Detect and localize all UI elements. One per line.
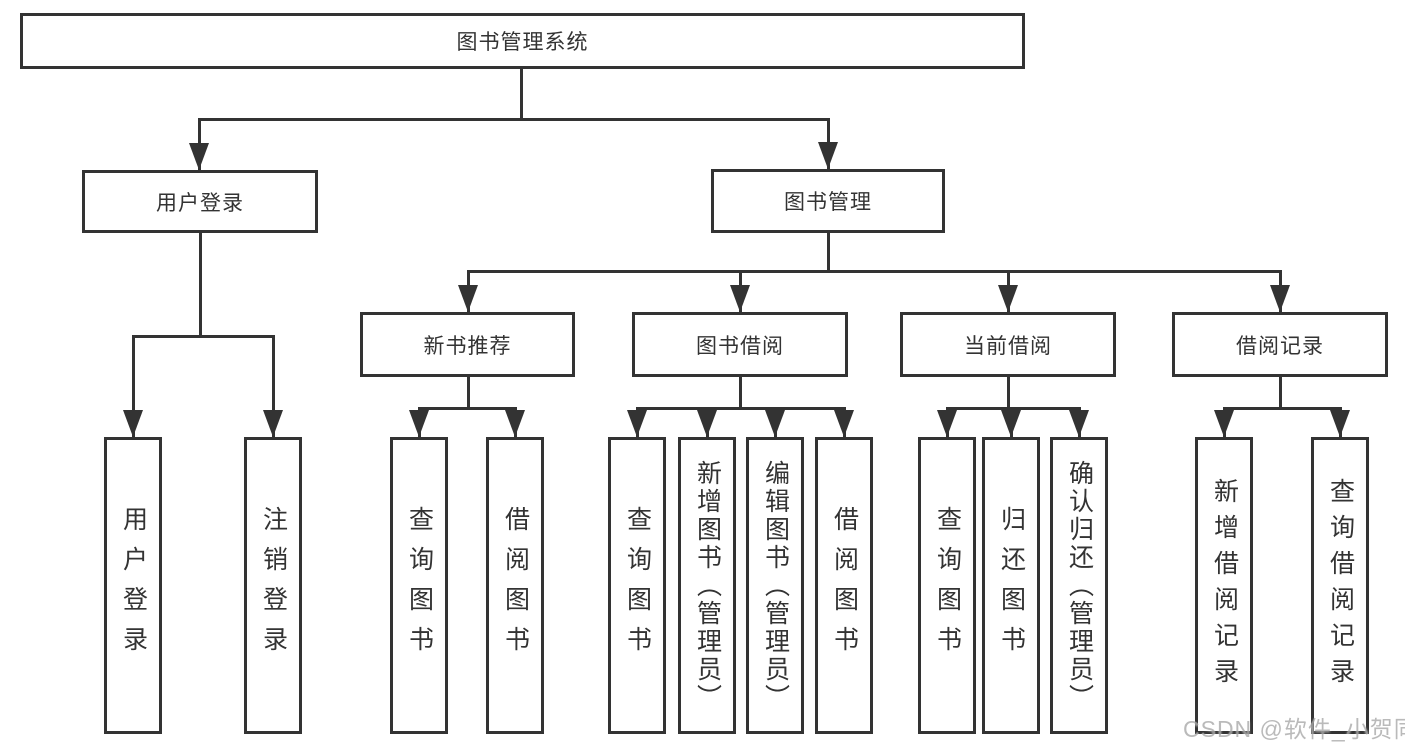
- arrow-into-leaf-login: [123, 410, 143, 437]
- arrow-into-br-add: [1214, 410, 1234, 437]
- connector-bookborrow-crossbar: [635, 407, 846, 410]
- connector-root-crossbar: [198, 118, 830, 121]
- leaf-bb-borrow-book-label: 借阅图书: [830, 505, 859, 666]
- leaf-nb-query-book-label: 查询图书: [405, 505, 434, 666]
- leaf-bb-query-book: 查询图书: [608, 437, 666, 734]
- arrow-into-bb-add: [697, 410, 717, 437]
- node-book-management-label: 图书管理: [784, 191, 872, 214]
- arrow-into-user-login: [189, 143, 209, 170]
- leaf-logout: 注销登录: [244, 437, 302, 734]
- leaf-bb-borrow-book: 借阅图书: [815, 437, 873, 734]
- leaf-cb-return-book: 归还图书: [982, 437, 1040, 734]
- node-user-login-label: 用户登录: [156, 191, 244, 215]
- leaf-bb-query-book-label: 查询图书: [623, 505, 652, 666]
- connector-currentborrow-crossbar: [945, 407, 1081, 410]
- arrow-into-current-borrow: [998, 285, 1018, 312]
- leaf-cb-confirm-return-admin: 确认归还（管理员）: [1050, 437, 1108, 734]
- leaf-logout-label: 注销登录: [259, 505, 288, 666]
- arrow-into-cb-query: [937, 410, 957, 437]
- connector-userlogin-crossbar: [131, 335, 275, 338]
- csdn-watermark: CSDN @软件_小贺同学: [1183, 716, 1405, 742]
- connector-bookmgmt-crossbar: [466, 270, 1282, 273]
- node-new-book-recommend: 新书推荐: [360, 312, 575, 377]
- leaf-br-query-record-label: 查询借阅记录: [1326, 477, 1355, 694]
- leaf-br-add-record: 新增借阅记录: [1195, 437, 1253, 734]
- leaf-nb-query-book: 查询图书: [390, 437, 448, 734]
- leaf-nb-borrow-book: 借阅图书: [486, 437, 544, 734]
- arrow-into-bb-borrow: [834, 410, 854, 437]
- node-root-label: 图书管理系统: [456, 31, 589, 54]
- node-borrow-record-label: 借阅记录: [1236, 334, 1324, 358]
- connector-userlogin-trunk: [198, 233, 202, 338]
- connector-currentborrow-trunk: [1006, 377, 1010, 410]
- leaf-bb-edit-book-admin: 编辑图书（管理员）: [746, 437, 804, 734]
- arrow-into-book-borrow: [730, 285, 750, 312]
- arrow-into-new-book: [458, 285, 478, 312]
- arrow-into-leaf-logout: [263, 410, 283, 437]
- leaf-cb-query-book: 查询图书: [918, 437, 976, 734]
- node-current-borrow-label: 当前借阅: [964, 334, 1052, 358]
- arrow-into-borrow-record: [1270, 285, 1290, 312]
- leaf-cb-confirm-return-admin-label: 确认归还（管理员）: [1065, 459, 1094, 712]
- arrow-into-nb-borrow: [505, 410, 525, 437]
- leaf-user-login: 用户登录: [104, 437, 162, 734]
- leaf-br-add-record-label: 新增借阅记录: [1210, 477, 1239, 694]
- leaf-bb-add-book-admin-label: 新增图书（管理员）: [693, 459, 722, 712]
- connector-bookborrow-trunk: [738, 377, 742, 410]
- node-book-borrow: 图书借阅: [632, 312, 848, 377]
- connector-stem-leaf-login: [131, 335, 135, 437]
- node-current-borrow: 当前借阅: [900, 312, 1116, 377]
- node-user-login: 用户登录: [82, 170, 318, 233]
- node-book-borrow-label: 图书借阅: [696, 334, 784, 358]
- arrow-into-book-management: [818, 142, 838, 169]
- connector-borrowrecord-crossbar: [1222, 407, 1342, 410]
- leaf-bb-add-book-admin: 新增图书（管理员）: [678, 437, 736, 734]
- arrow-into-cb-return: [1001, 410, 1021, 437]
- connector-newbook-trunk: [466, 377, 470, 410]
- leaf-cb-return-book-label: 归还图书: [997, 505, 1026, 666]
- connector-root-trunk: [519, 69, 523, 121]
- arrow-into-nb-query: [409, 410, 429, 437]
- leaf-cb-query-book-label: 查询图书: [933, 505, 962, 666]
- leaf-user-login-label: 用户登录: [119, 505, 148, 666]
- node-root: 图书管理系统: [20, 13, 1025, 69]
- connector-borrowrecord-trunk: [1278, 377, 1282, 410]
- arrow-into-cb-confirm: [1069, 410, 1089, 437]
- connector-bookmgmt-trunk: [826, 233, 830, 273]
- arrow-into-bb-edit: [765, 410, 785, 437]
- node-book-management: 图书管理: [711, 169, 945, 233]
- connector-stem-leaf-logout: [271, 335, 275, 437]
- arrow-into-br-query: [1330, 410, 1350, 437]
- leaf-nb-borrow-book-label: 借阅图书: [501, 505, 530, 666]
- node-new-book-recommend-label: 新书推荐: [423, 334, 512, 358]
- leaf-br-query-record: 查询借阅记录: [1311, 437, 1369, 734]
- node-borrow-record: 借阅记录: [1172, 312, 1388, 377]
- leaf-bb-edit-book-admin-label: 编辑图书（管理员）: [761, 459, 790, 712]
- connector-newbook-crossbar: [417, 407, 517, 410]
- arrow-into-bb-query: [627, 410, 647, 437]
